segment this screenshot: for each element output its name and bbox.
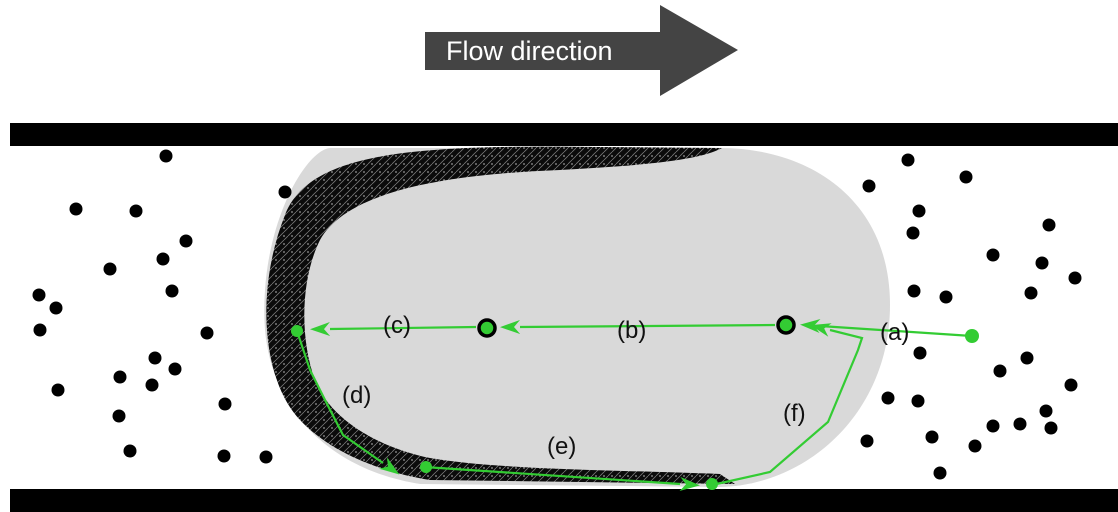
label-d: (d) (342, 382, 371, 409)
cell-body (264, 148, 890, 487)
flow-direction-label: Flow direction (446, 36, 613, 66)
particles (32, 149, 1082, 480)
label-b: (b) (617, 317, 646, 344)
tracked-particles (477, 315, 796, 338)
label-c: (c) (383, 312, 411, 339)
top-wall (10, 123, 1118, 146)
particle-paths (295, 319, 973, 491)
bottom-wall (10, 489, 1118, 512)
path-f (711, 323, 864, 487)
flow-direction-arrow: Flow direction (425, 5, 738, 96)
path-c (310, 322, 477, 336)
path-e (423, 465, 700, 491)
path-a (800, 319, 973, 338)
path-d (295, 330, 400, 475)
label-e: (e) (547, 433, 576, 460)
tracked-particle-1 (776, 315, 796, 335)
label-f: (f) (783, 400, 806, 427)
tracked-particle-2 (477, 318, 497, 338)
label-a: (a) (880, 319, 909, 346)
path-nodes (291, 325, 979, 490)
path-b (500, 320, 776, 334)
